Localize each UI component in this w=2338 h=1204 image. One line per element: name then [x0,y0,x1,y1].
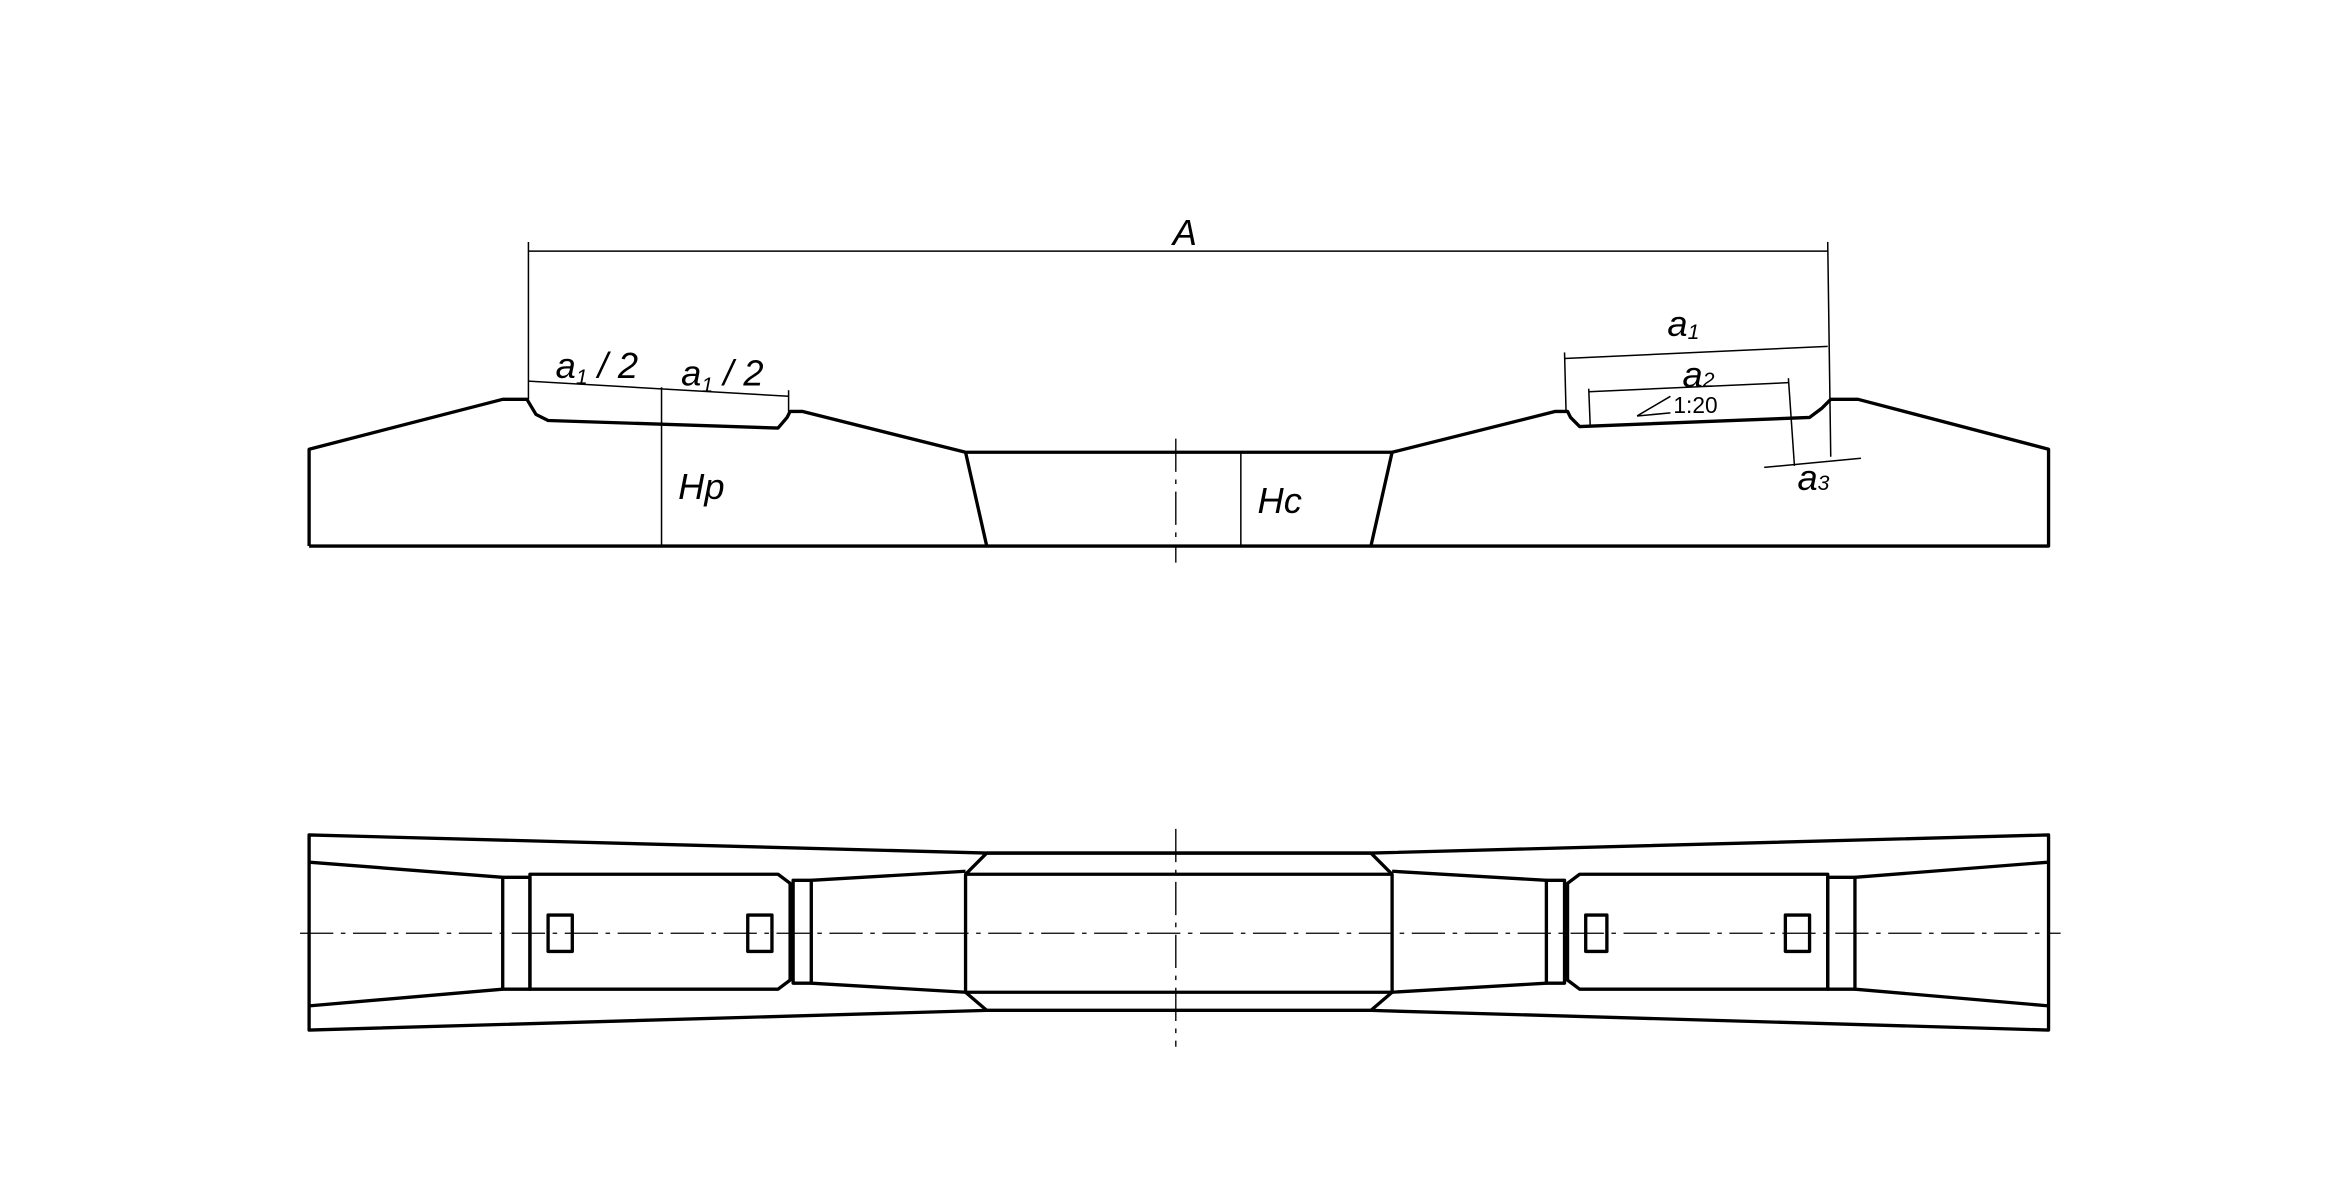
left-mid-top [811,869,966,882]
plan-view [300,828,2061,1047]
dim-A-ext-right [1826,241,1832,457]
plan-outline [307,833,2051,1032]
dim-Hp-label: Hp [678,466,724,507]
left-inner-bottom [308,987,503,1008]
center-block [963,851,1394,1013]
right-mid-bottom [1392,981,1547,994]
dim-a2-label: a2 [1683,354,1715,395]
dim-a1-half-right-label: a1 / 2 [681,353,763,397]
dim-a2-ext-left [1587,388,1592,427]
dim-a1-line [1564,345,1828,360]
front-outline [307,397,2051,548]
slope-label: 1:20 [1673,392,1717,418]
dim-A-label: A [1171,212,1197,253]
slope-symbol [1636,395,1671,417]
right-inner-top [1854,860,2049,879]
left-mid-bottom [811,981,966,994]
dim-a1-half-left-label: a1 / 2 [556,345,638,389]
dim-a2-ext-right [1787,378,1796,466]
center-right-taper [1369,451,1394,547]
dim-a1-ext [1563,352,1567,412]
right-shoulder-inner [1544,878,1567,985]
front-view: A a1 / 2 a1 / 2 Hp Hc a1 a2 1:20 a3 [307,212,2051,563]
center-left-taper [963,451,989,547]
dim-a1-half-line [528,380,789,398]
left-rail-seat [528,872,792,991]
dim-a3-label: a3 [1797,457,1829,498]
dim-a1-label: a1 [1667,303,1699,344]
left-shoulder-inner [791,878,813,985]
right-rail-seat [1565,872,1830,991]
dim-a2-line [1588,381,1789,393]
right-mid-top [1392,869,1547,882]
right-inner-bottom [1854,987,2049,1008]
left-inner-top [308,860,503,879]
dim-a3-line [1764,457,1862,469]
dim-Hc-label: Hc [1257,480,1301,521]
